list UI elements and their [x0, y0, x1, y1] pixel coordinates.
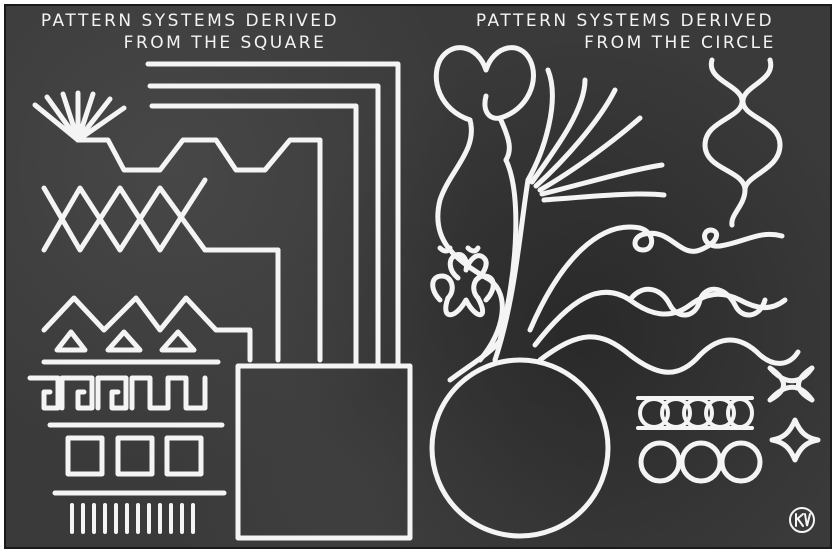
title-square: PATTERN SYSTEMS DERIVED FROM THE SQUARE	[10, 10, 370, 54]
nested-angle-lines	[145, 61, 401, 368]
triangle-zigzag	[41, 295, 253, 363]
vase-scroll	[740, 57, 783, 193]
cross-band	[41, 177, 281, 363]
small-square	[164, 435, 204, 477]
large-circle	[429, 357, 611, 539]
large-square	[235, 363, 413, 541]
artist-monogram-icon	[789, 507, 815, 533]
small-circle	[638, 440, 682, 484]
knot-motif	[767, 365, 815, 403]
fleur-motif	[471, 273, 496, 303]
title-circle: PATTERN SYSTEMS DERIVED FROM THE CIRCLE	[440, 10, 810, 54]
small-triangle	[159, 329, 197, 353]
small-square	[65, 435, 105, 477]
chalkboard-plate	[4, 4, 832, 549]
heart-scroll	[497, 115, 512, 163]
title-square-line2: FROM THE SQUARE	[123, 33, 327, 53]
fan-motif	[32, 90, 127, 143]
title-circle-line2: FROM THE CIRCLE	[584, 33, 776, 53]
sine-wave	[537, 334, 801, 375]
fleur-top	[437, 245, 481, 254]
small-circle	[719, 440, 763, 484]
scroll-wave	[527, 224, 785, 333]
small-triangle	[54, 329, 88, 353]
fleur-motif	[447, 252, 489, 283]
chain-band	[636, 396, 754, 430]
stepped-zigzag	[75, 137, 323, 363]
heart-scroll	[433, 45, 536, 123]
title-square-line1: PATTERN SYSTEMS DERIVED	[40, 11, 340, 31]
loop-wave	[627, 286, 768, 318]
fleur-stem	[443, 295, 486, 318]
fleur-motif	[430, 273, 455, 303]
small-triangle	[105, 329, 143, 353]
circle-patterns	[429, 45, 821, 539]
heart-stem	[435, 117, 505, 363]
small-square	[115, 435, 155, 477]
vase-scroll	[702, 57, 748, 228]
title-circle-line1: PATTERN SYSTEMS DERIVED	[475, 11, 775, 31]
greek-key-band	[27, 375, 208, 411]
small-circle	[679, 440, 723, 484]
star-motif	[769, 417, 821, 463]
loop-wave	[532, 289, 788, 348]
comb-band	[70, 503, 195, 534]
radiating-fronds	[492, 67, 667, 363]
square-patterns	[27, 61, 413, 541]
